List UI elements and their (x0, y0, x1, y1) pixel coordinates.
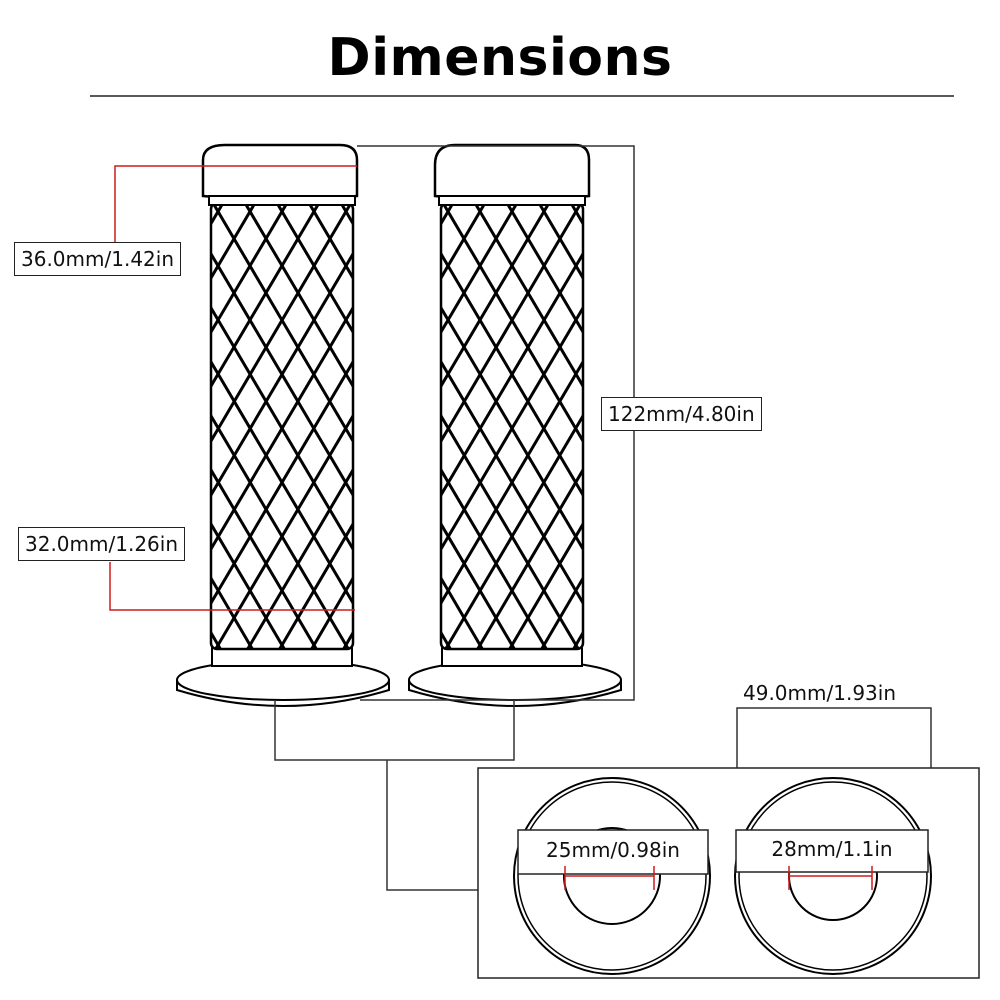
flange-diameter-label: 49.0mm/1.93in (743, 681, 896, 705)
inner-diameter-right-label: 28mm/1.1in (771, 837, 893, 861)
top-end-diameter-label: 36.0mm/1.42in (14, 242, 181, 276)
left-grip (176, 143, 390, 707)
left-grip-diamond-pattern (211, 203, 353, 649)
left-grip-cap (201, 143, 359, 202)
inner-diameter-markers (564, 866, 873, 890)
right-grip-cap (433, 143, 591, 202)
end-view-left (513, 777, 711, 975)
right-grip (408, 143, 622, 707)
grip-diameter-label: 32.0mm/1.26in (18, 527, 185, 561)
right-grip-diamond-pattern (441, 203, 583, 649)
diameter-measure-lines (109, 165, 357, 611)
overall-length-label: 122mm/4.80in (601, 397, 762, 431)
inner-diameter-left-label: 25mm/0.98in (546, 838, 680, 862)
page-title: Dimensions (327, 28, 673, 88)
